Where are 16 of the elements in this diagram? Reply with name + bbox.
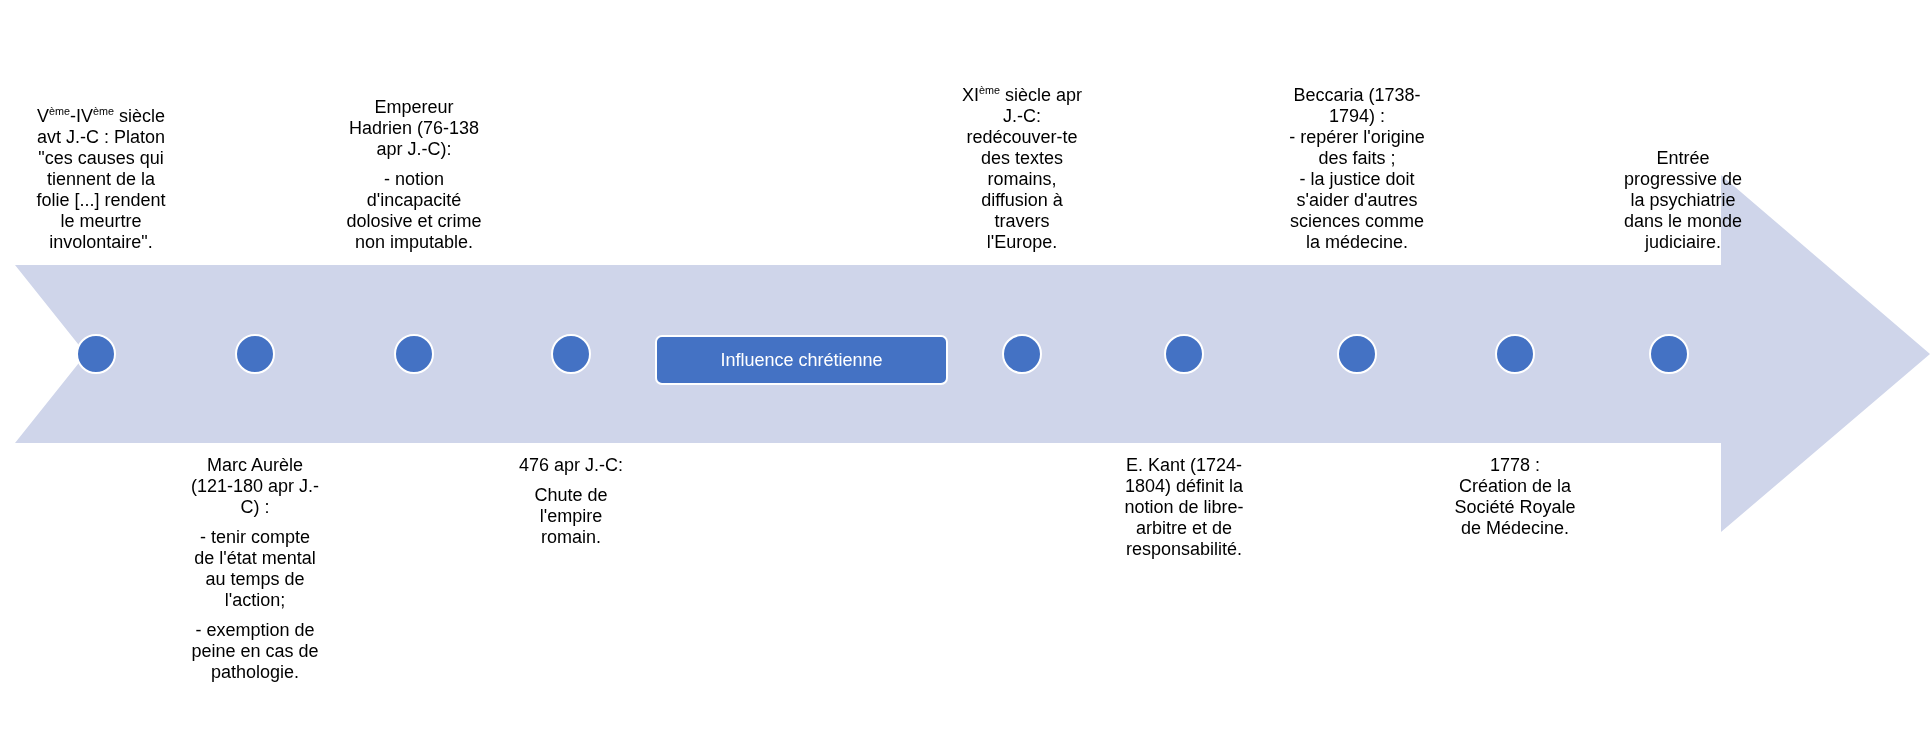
event-text: Empereur Hadrien (76-138 apr J.-C): <box>347 97 481 160</box>
event-text: Chute de l'empire romain. <box>533 485 609 548</box>
event-text: - repérer l'origine des faits ; <box>1288 127 1426 169</box>
event-text: Entrée progressive de la psychiatrie dans le monde judiciaire. <box>1622 148 1744 253</box>
event-text: XI$^{ème}$ siècle apr J.-C: redécouver-te des textes romains, diffusion à travers l'Europe. <box>961 85 1083 253</box>
period-box: Influence chrétienne <box>655 335 948 385</box>
event-text: - la justice doit s'aider d'autres sciences comme la médecine. <box>1288 169 1425 253</box>
event-text: V$^{ème}$-IV$^{ème}$ siècle avt J.-C : Platon "ces causes qui tiennent de la folie [...] rendent le meurtre involontaire". <box>35 106 167 253</box>
event-text: - notion d'incapacité dolosive et crime non imputable. <box>345 169 483 253</box>
event-text: 1778 : Création de la Société Royale de Médecine. <box>1454 455 1576 539</box>
event-text: Beccaria (1738-1794) : <box>1292 85 1422 127</box>
event-text: - tenir compte de l'état mental au temps de l'action; <box>193 527 317 611</box>
event-text: 476 apr J.-C: <box>517 455 624 476</box>
event-text: E. Kant (1724-1804) définit la notion de libre-arbitre et de responsabilité. <box>1123 455 1245 560</box>
event-text: - exemption de peine en cas de pathologie. <box>190 620 320 683</box>
event-text: Marc Aurèle (121-180 apr J.-C) : <box>190 455 320 518</box>
